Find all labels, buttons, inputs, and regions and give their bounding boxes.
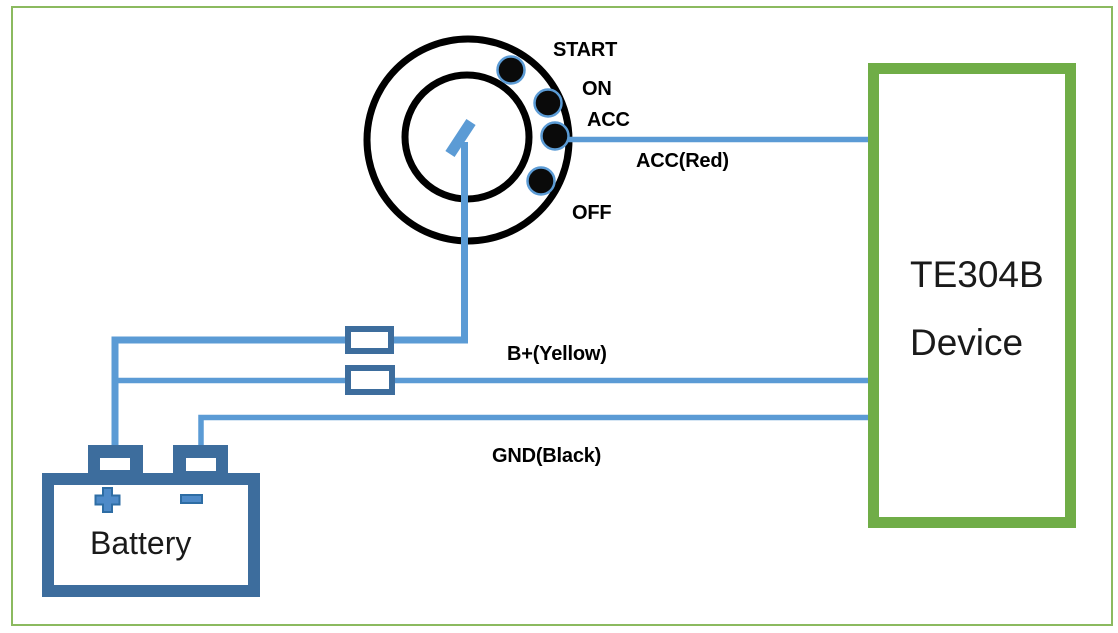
on-position-label: ON (582, 78, 612, 100)
device-model-label: TE304B (910, 254, 1044, 295)
device-type-label: Device (910, 322, 1024, 363)
battery-positive-to-switch-wire (111, 142, 468, 452)
position-dot-acc (540, 121, 570, 151)
page-border (11, 6, 1113, 626)
minus-icon (180, 494, 203, 504)
battery-body (42, 473, 260, 597)
ground-wire (198, 414, 868, 452)
acc-wire-label: ACC(Red) (636, 150, 729, 172)
battery-label: Battery (90, 525, 192, 561)
ground-wire-label: GND(Black) (492, 445, 602, 467)
ignition-key-icon (445, 118, 476, 158)
off-position-label: OFF (572, 202, 612, 224)
positive-terminal-slot (100, 458, 130, 470)
negative-terminal-slot (186, 458, 216, 471)
plus-icon (94, 487, 121, 513)
position-dot-off (526, 166, 556, 196)
fuse-1 (345, 326, 394, 354)
acc-position-label: ACC (587, 109, 630, 131)
device-box (868, 63, 1076, 528)
start-position-label: START (553, 39, 618, 61)
fuse-2 (345, 365, 395, 395)
bplus-wire-label: B+(Yellow) (507, 343, 607, 365)
position-dot-on (533, 88, 563, 118)
position-dot-start (496, 55, 526, 85)
